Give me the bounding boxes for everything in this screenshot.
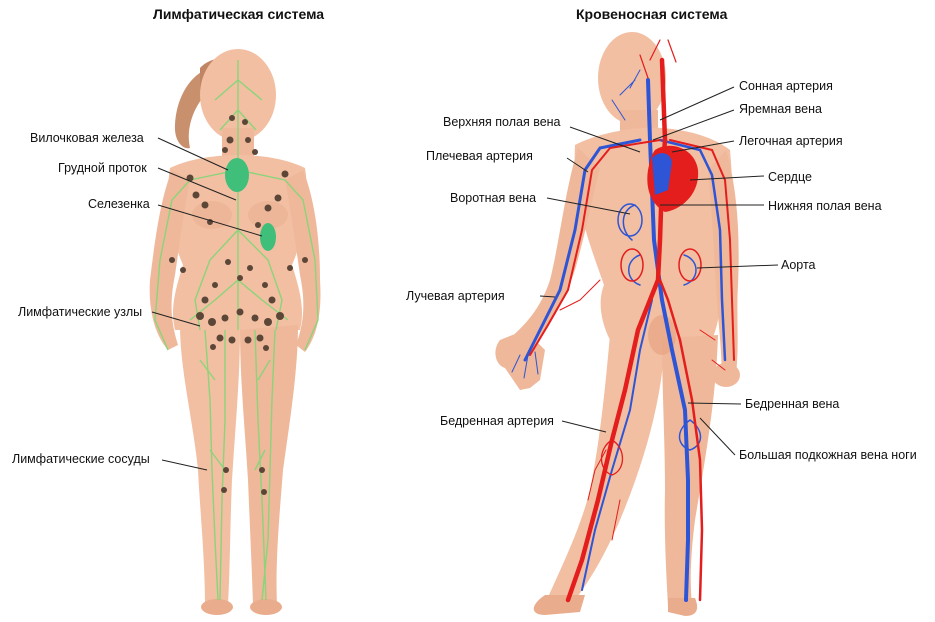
label-pulmonary-artery: Легочная артерия — [739, 134, 843, 148]
circulatory-title: Кровеносная система — [576, 6, 728, 22]
label-lymph-nodes: Лимфатические узлы — [18, 305, 143, 319]
hair — [174, 70, 205, 149]
lymph-nodes — [169, 115, 308, 495]
lymphatic-leader-lines — [151, 137, 263, 471]
label-portal-vein: Воротная вена — [450, 191, 537, 205]
label-spleen: Селезенка — [88, 197, 150, 211]
label-femoral-vein: Бедренная вена — [745, 397, 840, 411]
label-inferior-vena-cava: Нижняя полая вена — [768, 199, 882, 213]
lymphatic-title: Лимфатическая система — [153, 6, 325, 22]
label-aorta: Аорта — [781, 258, 816, 272]
label-superior-vena-cava: Верхняя полая вена — [443, 115, 561, 129]
label-carotid-artery: Сонная артерия — [739, 79, 833, 93]
label-heart: Сердце — [768, 170, 812, 184]
label-radial-artery: Лучевая артерия — [406, 289, 505, 303]
spleen-organ — [260, 223, 276, 251]
circulatory-leader-lines — [539, 86, 779, 456]
label-lymph-vessels: Лимфатические сосуды — [12, 452, 150, 466]
label-jugular-vein: Яремная вена — [739, 102, 822, 116]
label-brachial-artery: Плечевая артерия — [426, 149, 533, 163]
label-thymus: Вилочковая железа — [30, 131, 144, 145]
left-leg — [180, 325, 240, 605]
label-great-saphenous-vein: Большая подкожная вена ноги — [739, 448, 917, 462]
female-figure — [149, 49, 321, 615]
thymus-organ — [225, 158, 249, 192]
label-thoracic-duct: Грудной проток — [58, 161, 147, 175]
label-femoral-artery: Бедренная артерия — [440, 414, 554, 428]
right-leg — [240, 325, 298, 605]
